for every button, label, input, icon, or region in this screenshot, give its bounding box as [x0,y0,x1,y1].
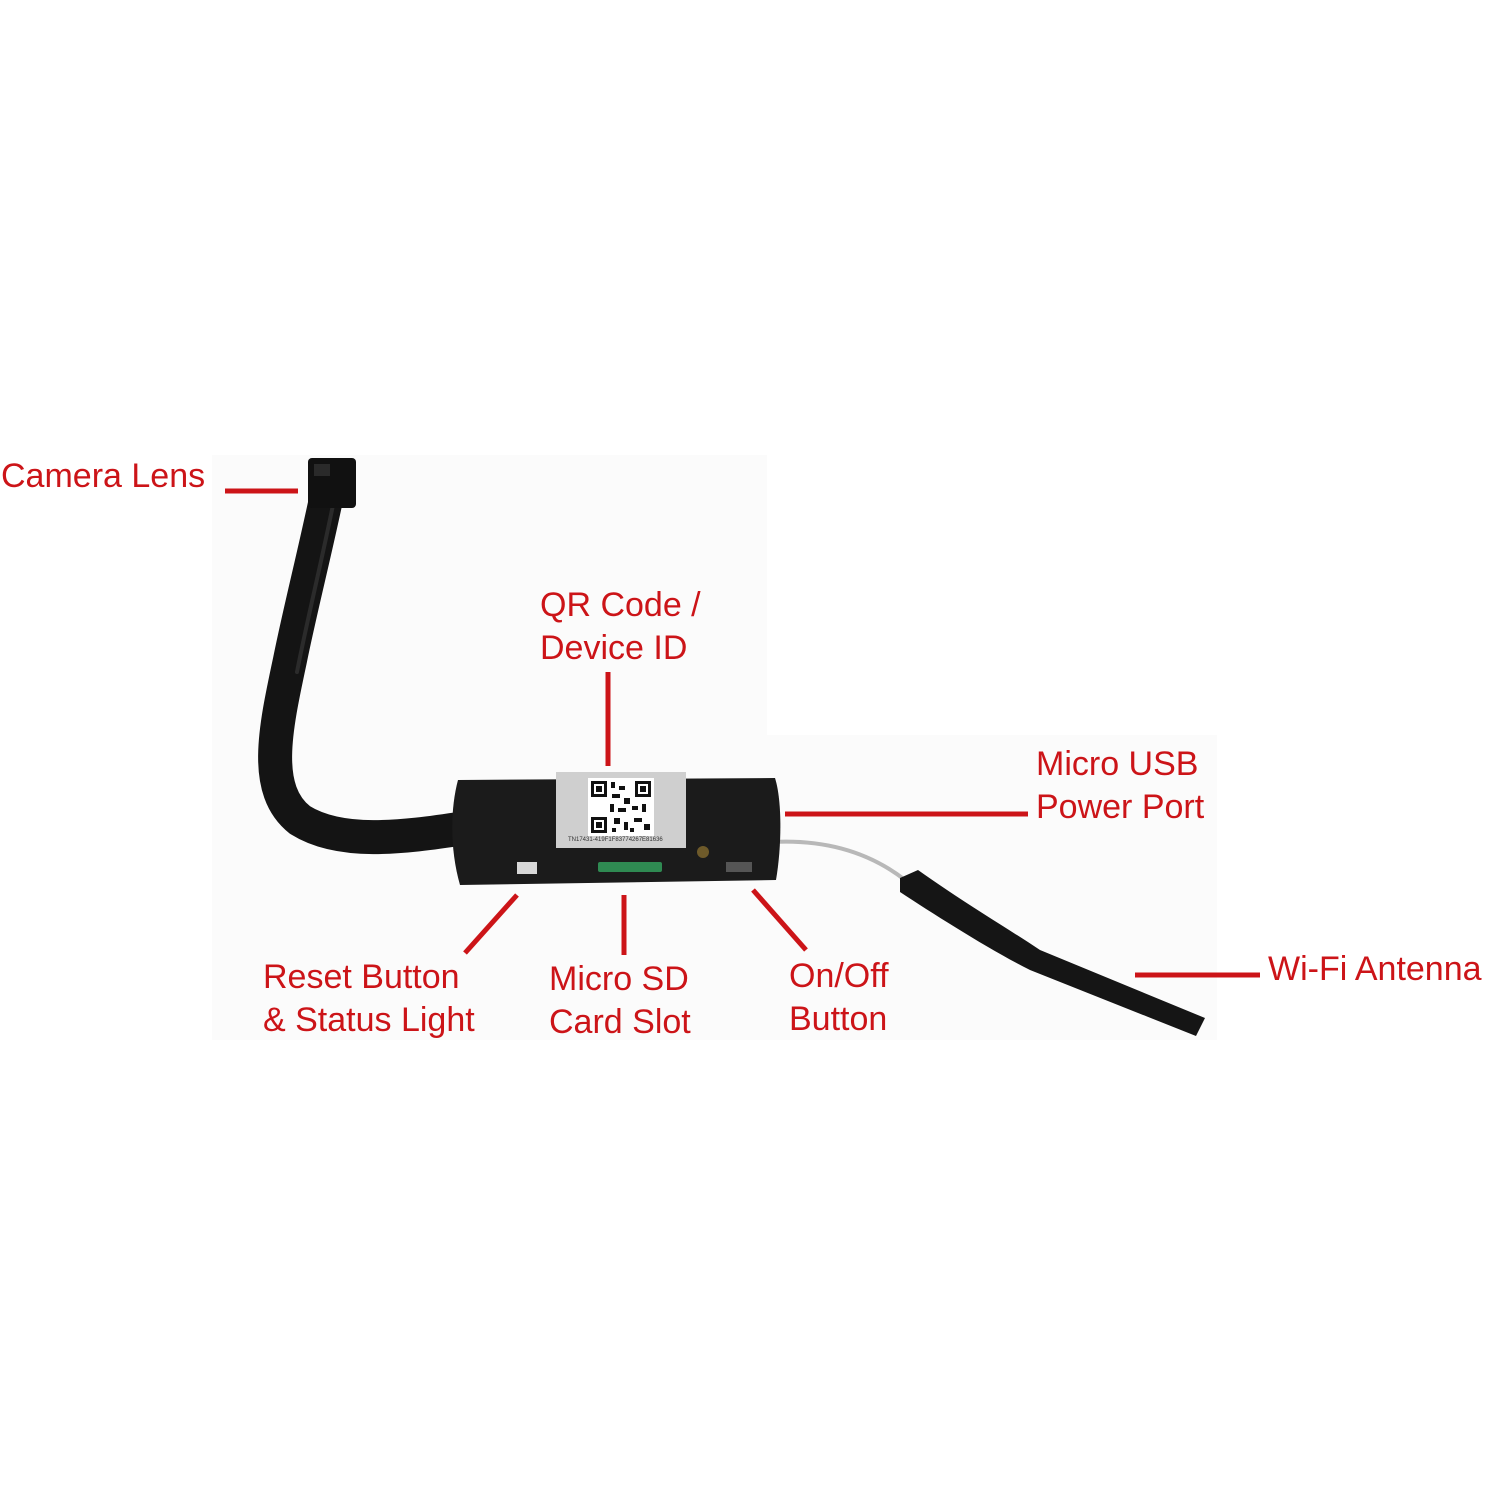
qr-code-icon [588,778,654,836]
on-off-button-component [726,862,752,872]
label-reset-button: Reset Button & Status Light [263,958,475,1039]
label-qr-code: QR Code / Device ID [540,586,701,667]
reset-button-component [517,862,537,874]
annotation-lines [225,488,1260,978]
device-serial-text: TN17431-419F1F83774267E81636 [568,837,663,843]
label-wifi-antenna: Wi-Fi Antenna [1268,950,1482,988]
ribbon-cable-highlight [295,498,336,674]
status-light-icon [697,846,709,858]
micro-sd-slot-component [598,862,662,872]
ribbon-cable [258,463,482,855]
label-camera-lens: Camera Lens [1,457,206,495]
label-micro-sd: Micro SD Card Slot [549,960,691,1041]
antenna-wire [771,839,907,882]
label-on-off: On/Off Button [789,957,889,1038]
leader-on-off [751,888,808,952]
leader-reset-button [463,893,519,955]
wifi-antenna [900,870,1205,1036]
photo-background-right [767,735,1217,1040]
label-micro-usb: Micro USB Power Port [1036,745,1205,826]
